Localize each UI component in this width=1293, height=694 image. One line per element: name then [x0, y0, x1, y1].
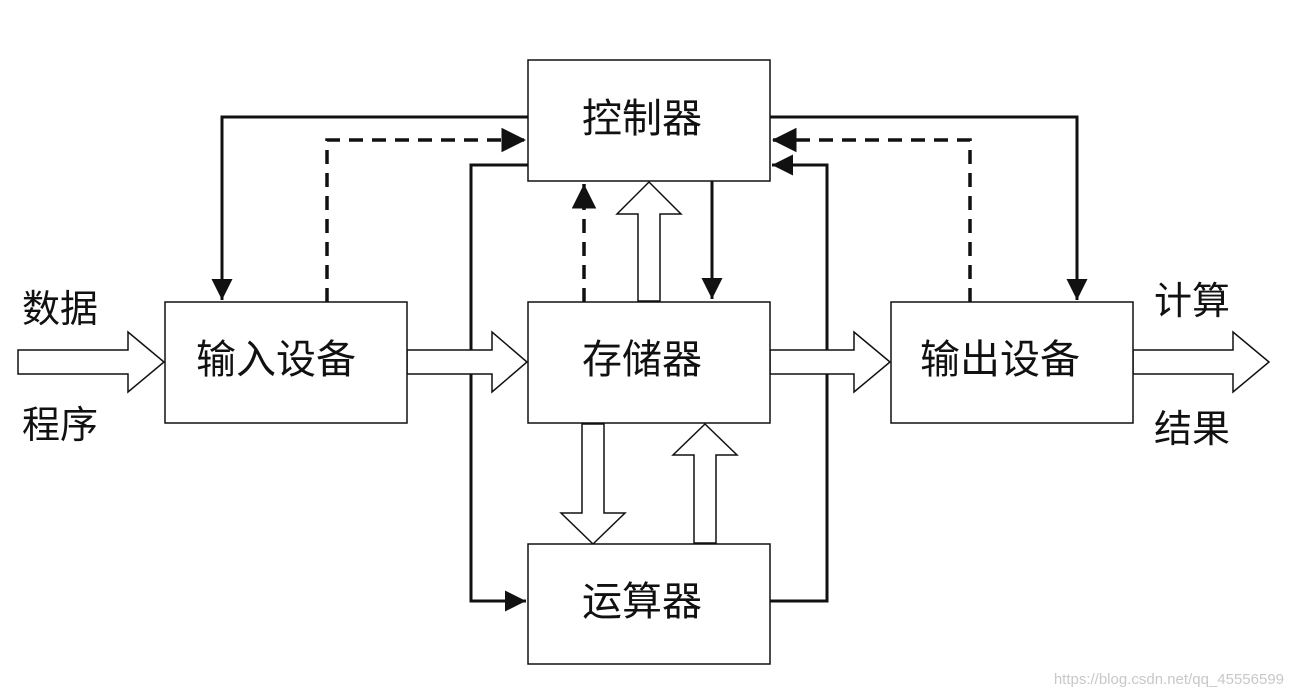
input-label-top: 数据 — [22, 287, 98, 331]
data-arrow-memory-to-controller — [615, 180, 683, 302]
status-line-from-input — [325, 127, 526, 302]
controller-label: 控制器 — [582, 96, 702, 142]
alu-box: 运算器 — [527, 543, 771, 665]
output-device-label: 输出设备 — [920, 337, 1080, 383]
status-line-from-output — [772, 127, 972, 302]
control-line-to-input — [211, 115, 528, 300]
data-arrow-out-of-output — [1132, 330, 1271, 394]
alu-label: 运算器 — [582, 579, 702, 625]
output-label-top: 计算 — [1154, 279, 1230, 323]
data-arrow-memory-to-output — [769, 330, 892, 394]
output-device-box: 输出设备 — [890, 301, 1134, 424]
data-arrow-alu-to-memory — [671, 422, 739, 544]
output-label-bottom: 结果 — [1154, 407, 1230, 451]
data-arrow-memory-to-alu — [559, 423, 627, 546]
input-device-label: 输入设备 — [196, 337, 356, 383]
feedback-line-from-alu — [770, 154, 829, 603]
control-line-to-output — [770, 115, 1088, 300]
data-arrow-into-input — [17, 330, 166, 394]
controller-box: 控制器 — [527, 59, 771, 182]
control-line-to-alu — [469, 163, 528, 612]
memory-box: 存储器 — [527, 301, 771, 424]
input-device-box: 输入设备 — [164, 301, 408, 424]
watermark: https://blog.csdn.net/qq_45556599 — [1054, 671, 1284, 688]
data-arrow-input-to-memory — [406, 330, 529, 394]
input-label-bottom: 程序 — [22, 403, 98, 447]
memory-label: 存储器 — [582, 337, 702, 383]
